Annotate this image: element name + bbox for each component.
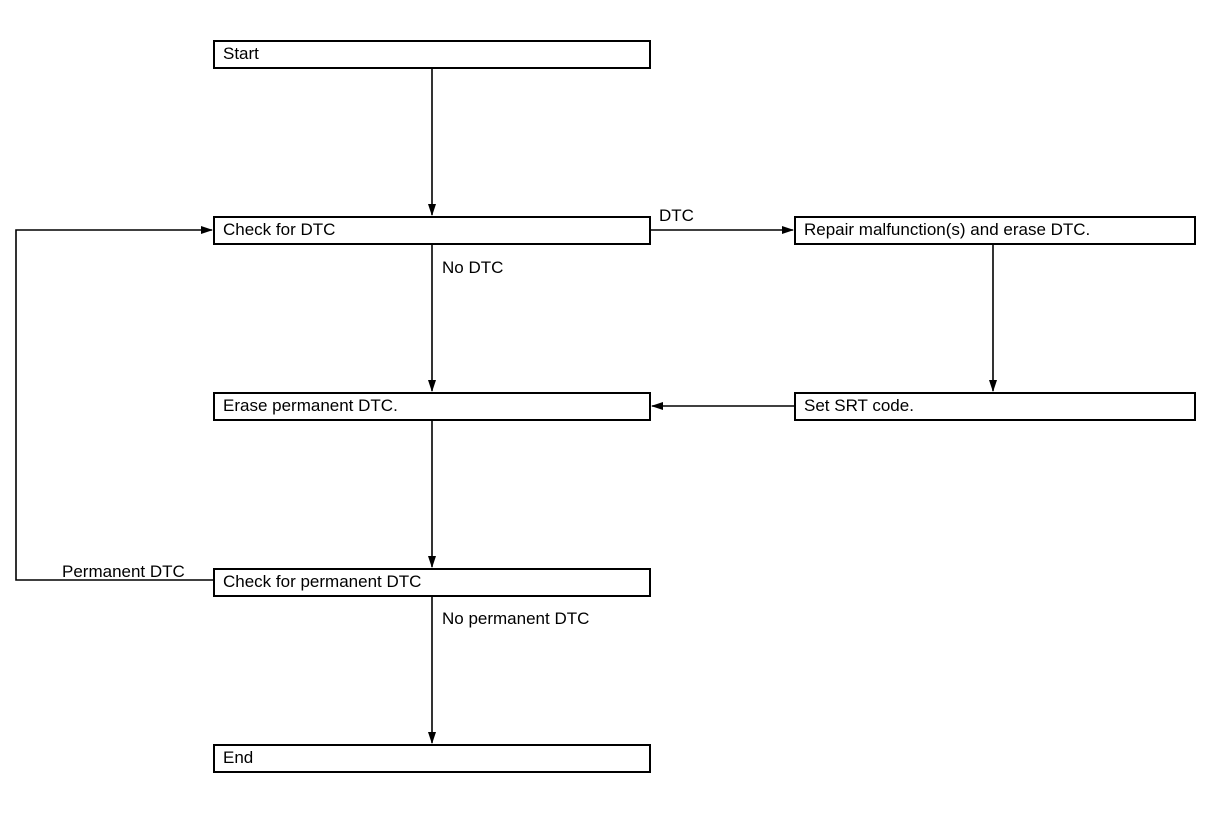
no-permanent-dtc-branch-label: No permanent DTC bbox=[442, 609, 590, 628]
dtc-branch-label: DTC bbox=[659, 206, 694, 225]
permanent-dtc-branch-label: Permanent DTC bbox=[62, 562, 185, 581]
set-srt-code-box: Set SRT code. bbox=[794, 392, 1196, 421]
check-for-dtc-box: Check for DTC bbox=[213, 216, 651, 245]
end-box: End bbox=[213, 744, 651, 773]
check-for-permanent-dtc-box: Check for permanent DTC bbox=[213, 568, 651, 597]
no-dtc-branch-label: No DTC bbox=[442, 258, 504, 277]
repair-malfunction-box: Repair malfunction(s) and erase DTC. bbox=[794, 216, 1196, 245]
arrow-permanent-loop-back bbox=[15, 226, 213, 581]
erase-permanent-dtc-box: Erase permanent DTC. bbox=[213, 392, 651, 421]
start-box: Start bbox=[213, 40, 651, 69]
